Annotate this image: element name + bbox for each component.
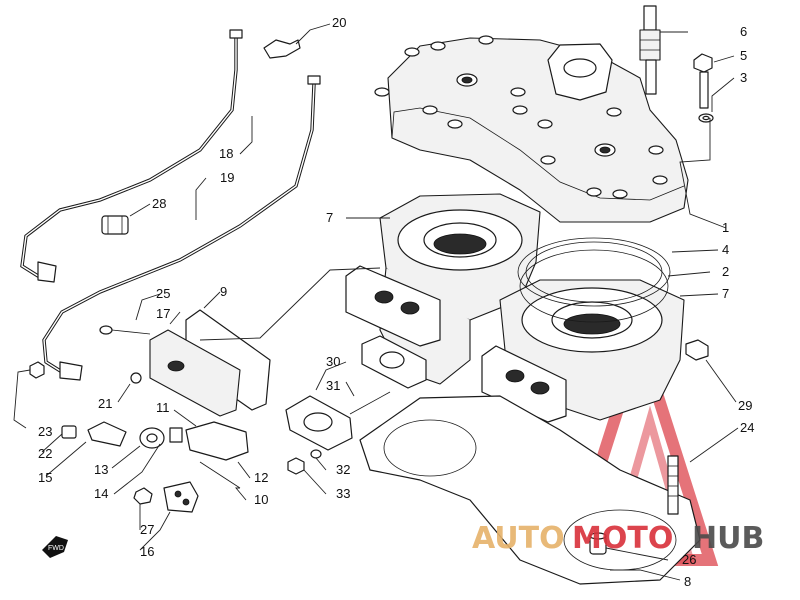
callout-13: 13 (94, 462, 108, 477)
bushing (169, 427, 183, 443)
callout-22: 22 (38, 446, 52, 461)
callout-16: 16 (140, 544, 154, 559)
callout-7-lower: 7 (722, 286, 729, 301)
callout-27: 27 (140, 522, 154, 537)
fwd-label: FWD (48, 545, 64, 552)
callout-6: 6 (740, 24, 747, 39)
stud (667, 455, 679, 515)
callout-32: 32 (336, 462, 350, 477)
callout-1: 1 (722, 220, 729, 235)
cable-end-nut (29, 361, 45, 379)
callout-30: 30 (326, 354, 340, 369)
flange-nut (685, 339, 709, 361)
callout-33: 33 (336, 486, 350, 501)
link-plate (163, 481, 199, 513)
pivot-pin (199, 461, 241, 489)
callout-11: 11 (156, 400, 170, 415)
callout-23: 23 (38, 424, 52, 439)
callout-18: 18 (219, 146, 233, 161)
callout-26: 26 (682, 552, 696, 567)
flange-washer (310, 449, 322, 459)
small-oring (130, 372, 142, 384)
callout-2: 2 (722, 264, 729, 279)
callout-20: 20 (332, 15, 346, 30)
pump-screw (99, 325, 151, 335)
washer (698, 113, 714, 123)
set-screw (61, 425, 77, 439)
callout-numbers: 20 6 5 3 18 19 28 7 1 4 2 7 25 9 17 30 3… (38, 15, 754, 589)
bracket (87, 421, 127, 447)
callout-3: 3 (740, 70, 747, 85)
watermark-auto: AUTO (472, 521, 565, 556)
fwd-arrow-badge: FWD (42, 536, 68, 558)
flange-bolt (349, 391, 391, 415)
linkage-arm (185, 421, 249, 461)
callout-9: 9 (220, 284, 227, 299)
throttle-cable-upper (20, 29, 243, 283)
callout-21: 21 (98, 396, 112, 411)
flange-plate (361, 335, 427, 389)
cable-clip (263, 39, 301, 59)
flange-gasket (285, 395, 353, 451)
head-bolt (693, 53, 713, 109)
spark-plug (639, 5, 661, 95)
callout-4: 4 (722, 242, 729, 257)
callout-19: 19 (220, 170, 234, 185)
watermark-moto: MOTO (572, 521, 673, 556)
callout-25: 25 (156, 286, 170, 301)
watermark-text: AUTO MOTO HUB (472, 521, 764, 556)
cable-junction (101, 215, 129, 235)
callout-5: 5 (740, 48, 747, 63)
callout-7-upper: 7 (326, 210, 333, 225)
callout-17: 17 (156, 306, 170, 321)
callout-8: 8 (684, 574, 691, 589)
callout-28: 28 (152, 196, 166, 211)
leader-lines (13, 23, 739, 581)
flange-nut-small (287, 457, 305, 475)
callout-12: 12 (254, 470, 268, 485)
callout-15: 15 (38, 470, 52, 485)
intake-ports (345, 265, 567, 461)
pulley (139, 427, 165, 449)
small-bolt (133, 487, 153, 505)
callout-24: 24 (740, 420, 754, 435)
throttle-cable-lower (42, 75, 321, 381)
callout-29: 29 (738, 398, 752, 413)
watermark-hub: HUB (692, 521, 764, 556)
dowel-pin (589, 532, 607, 555)
o-ring (519, 249, 669, 323)
pump-body (149, 329, 241, 417)
callout-14: 14 (94, 486, 108, 501)
callout-31: 31 (326, 378, 340, 393)
cylinder-head (374, 35, 689, 223)
callout-10: 10 (254, 492, 268, 507)
